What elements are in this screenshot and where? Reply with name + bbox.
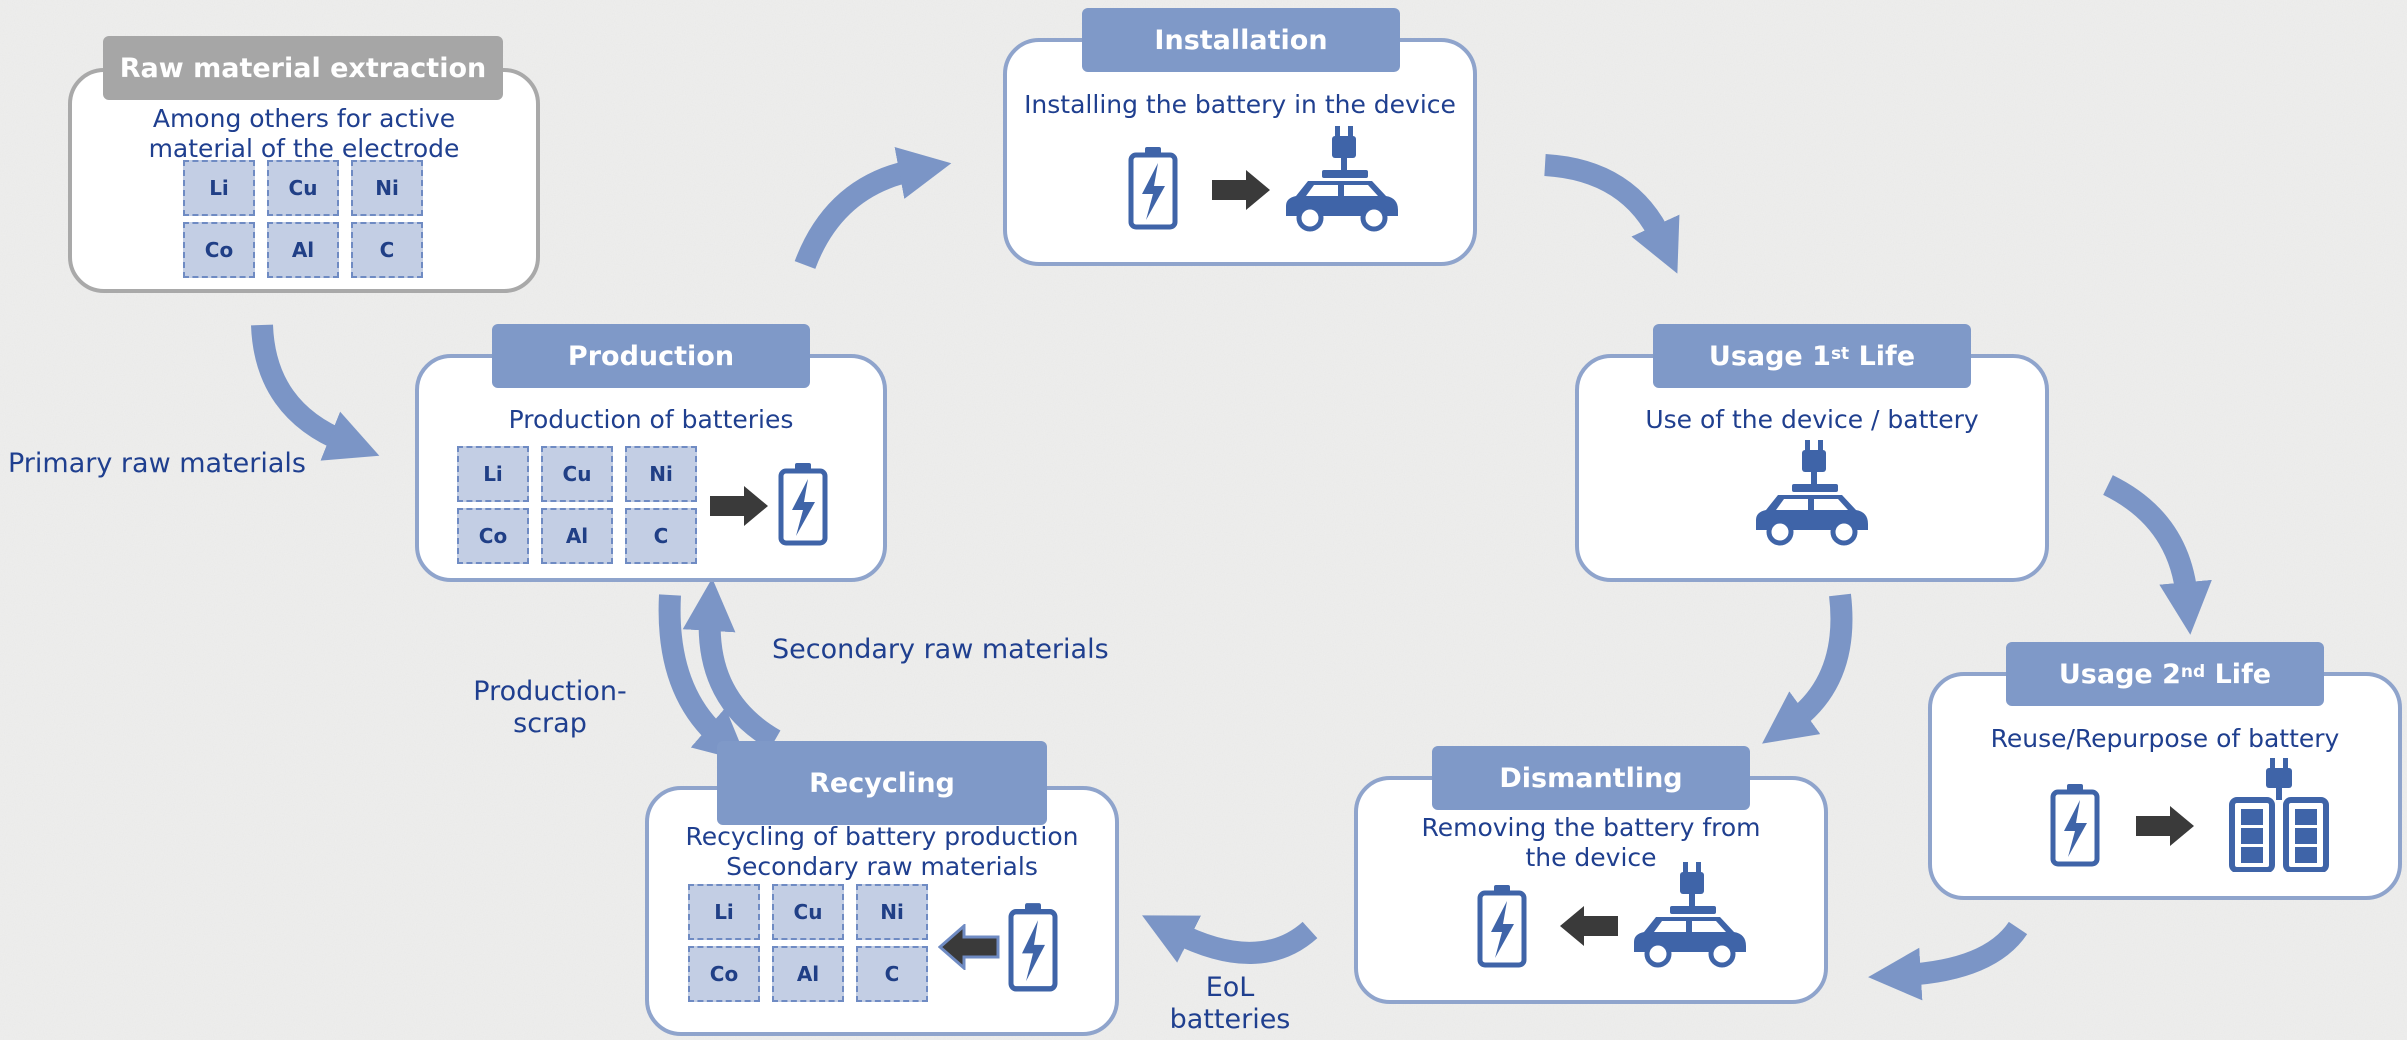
battery-icon — [1477, 885, 1527, 968]
arrow-installation-to-usage1 — [1544, 154, 1680, 274]
dismantling-box — [1354, 776, 1828, 1004]
element-al: Al — [267, 222, 339, 278]
arrow-left-outlined-icon — [938, 924, 1000, 970]
element-c: C — [351, 222, 423, 278]
installation-desc: Installing the battery in the device — [1024, 90, 1456, 119]
usage-second-life-desc: Reuse/Repurpose of battery — [1990, 724, 2340, 753]
electric-car-icon — [1756, 440, 1868, 546]
production-desc: Production of batteries — [508, 405, 794, 434]
element-al: Al — [772, 946, 844, 1002]
primary-raw-materials-label: Primary raw materials — [8, 448, 306, 479]
usage-first-life-desc: Use of the device / battery — [1645, 405, 1979, 434]
electric-car-icon — [1634, 862, 1746, 968]
battery-storage-icon — [2229, 758, 2329, 872]
element-ni: Ni — [625, 446, 697, 502]
recycling-title: Recycling — [717, 741, 1047, 825]
arrow-right-icon — [1212, 170, 1270, 210]
element-c: C — [625, 508, 697, 564]
element-co: Co — [457, 508, 529, 564]
element-cu: Cu — [541, 446, 613, 502]
element-co: Co — [688, 946, 760, 1002]
element-co: Co — [183, 222, 255, 278]
element-li: Li — [457, 446, 529, 502]
arrow-production-to-installation — [794, 146, 952, 270]
arrow-right-icon — [710, 486, 768, 526]
dismantling-desc: Removing the battery from the device — [1421, 813, 1761, 872]
element-li: Li — [688, 884, 760, 940]
recycling-desc: Recycling of battery production Secondar… — [685, 822, 1079, 881]
installation-box — [1003, 38, 1477, 266]
arrow-dismantling-to-recycling — [1142, 915, 1318, 964]
battery-icon — [778, 463, 828, 546]
dismantling-title: Dismantling — [1432, 746, 1750, 810]
secondary-raw-materials-label: Secondary raw materials — [772, 634, 1109, 665]
element-cu: Cu — [772, 884, 844, 940]
element-al: Al — [541, 508, 613, 564]
production-title: Production — [492, 324, 810, 388]
raw-material-title: Raw material extraction — [103, 36, 503, 100]
arrow-raw-to-production — [251, 324, 380, 461]
raw-element-grid: Li Cu Ni Co Al C — [183, 160, 423, 278]
arrow-production-scrap — [658, 594, 748, 763]
eol-batteries-label: EoL batteries — [1169, 972, 1291, 1035]
element-c: C — [856, 946, 928, 1002]
element-ni: Ni — [351, 160, 423, 216]
electric-car-icon — [1286, 126, 1398, 232]
arrow-left-icon — [1560, 906, 1618, 946]
arrow-usage1-to-dismantling — [1762, 593, 1853, 744]
recycling-element-grid: Li Cu Ni Co Al C — [688, 884, 928, 1002]
battery-icon — [1128, 147, 1178, 230]
element-ni: Ni — [856, 884, 928, 940]
production-scrap-label: Production- scrap — [473, 676, 627, 739]
element-li: Li — [183, 160, 255, 216]
arrow-usage1-to-usage2 — [2103, 475, 2212, 635]
arrow-secondary-raw-materials — [682, 578, 781, 750]
installation-title: Installation — [1082, 8, 1400, 72]
battery-icon — [2050, 784, 2100, 867]
battery-icon — [1008, 903, 1058, 992]
element-cu: Cu — [267, 160, 339, 216]
production-element-grid: Li Cu Ni Co Al C — [457, 446, 697, 564]
raw-material-desc: Among others for active material of the … — [148, 104, 460, 163]
arrow-right-icon — [2136, 806, 2194, 846]
arrow-usage2-to-dismantling — [1868, 921, 2028, 1001]
